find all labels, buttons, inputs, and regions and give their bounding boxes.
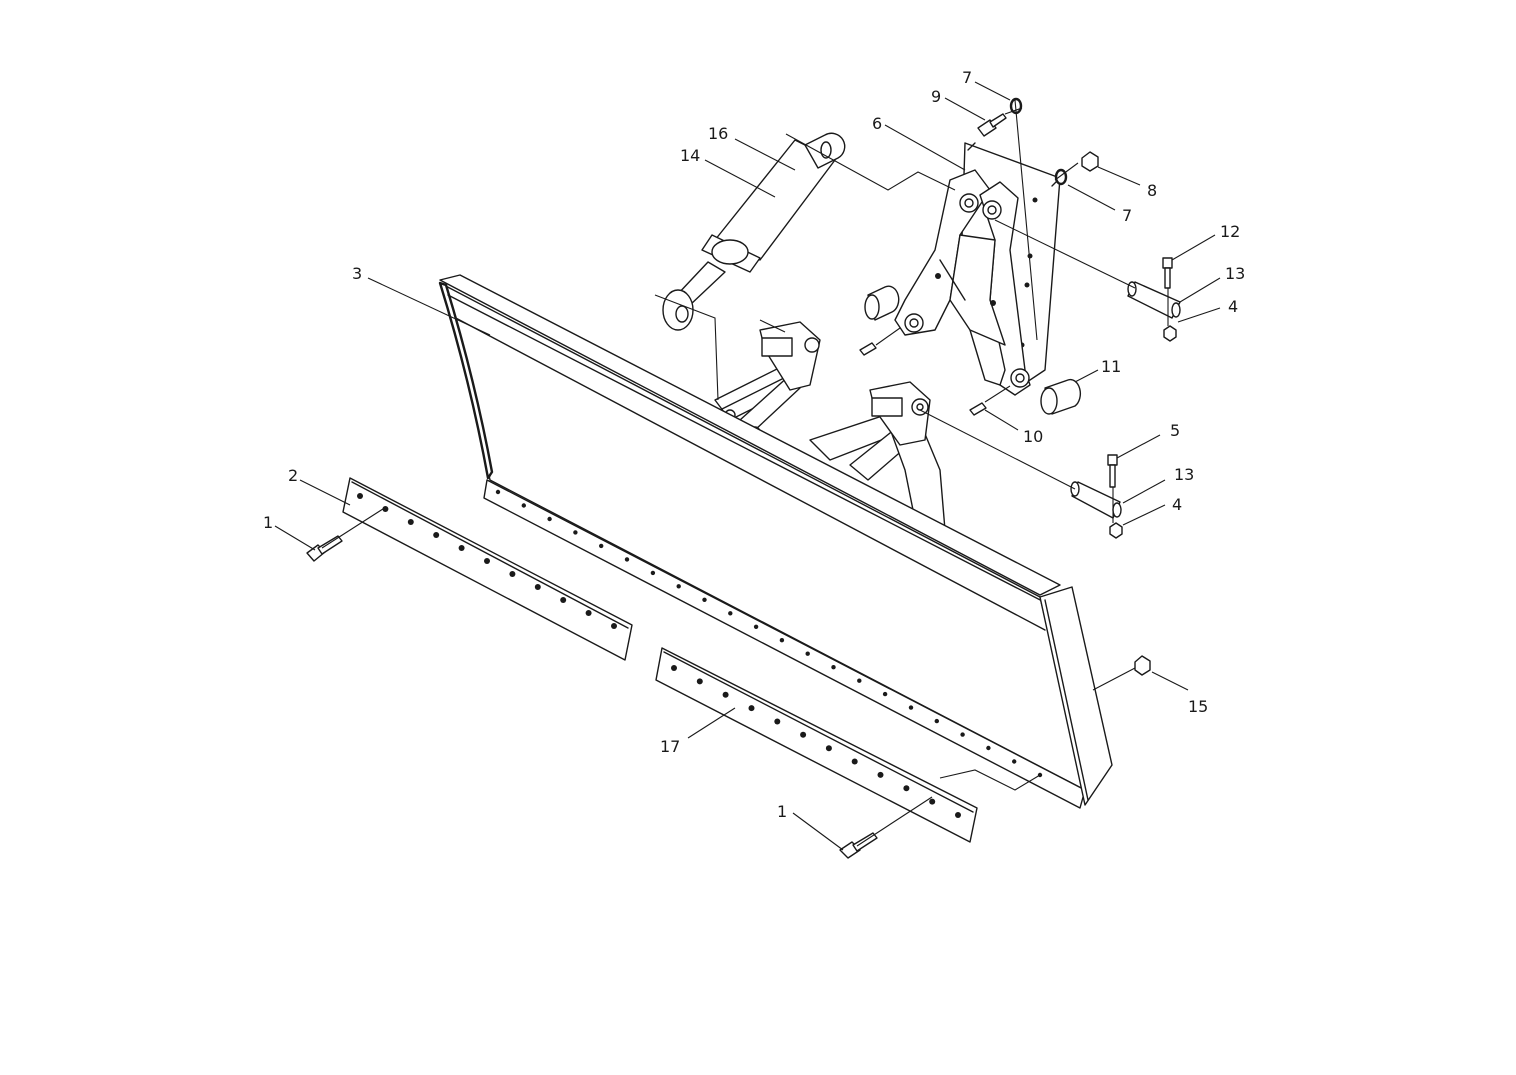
blade-bolt-hole xyxy=(676,584,681,589)
blade-bolt-hole xyxy=(521,503,526,508)
cutting-edge-hole xyxy=(433,532,440,538)
callout-labels: 7 9 16 6 14 8 7 12 3 13 4 11 10 5 13 2 4… xyxy=(263,68,1245,821)
callout-1-bottom: 1 xyxy=(777,802,787,821)
callout-9: 9 xyxy=(931,87,941,106)
callout-11: 11 xyxy=(1101,357,1121,376)
callout-8: 8 xyxy=(1147,181,1157,200)
blade-bolt-holes xyxy=(495,489,1043,778)
cutting-edge-hole xyxy=(955,812,961,818)
cutting-edge-right xyxy=(655,647,978,843)
blade xyxy=(438,274,1113,809)
cutting-edge-hole xyxy=(560,597,567,603)
cutting-edge-hole xyxy=(696,678,703,685)
blade-bolt-hole xyxy=(857,678,862,683)
hydraulic-cylinder xyxy=(662,132,846,331)
cutting-edge-hole xyxy=(851,758,858,765)
cutting-edge-hole xyxy=(929,798,936,805)
cutting-edge-hole xyxy=(774,718,781,725)
cutting-edge-hole xyxy=(357,493,363,499)
cutting-edge-hole xyxy=(534,584,541,590)
callout-4-lower: 4 xyxy=(1172,495,1182,514)
cutting-edge-hole xyxy=(382,506,389,512)
nut-15 xyxy=(1134,655,1151,676)
cutting-edge-hole xyxy=(800,731,807,738)
blade-bolt-hole xyxy=(882,691,888,697)
cutting-edge-hole xyxy=(585,610,592,616)
callout-6: 6 xyxy=(872,114,882,133)
grease-fitting-upper xyxy=(859,342,877,356)
callout-leaders xyxy=(274,81,1221,851)
blade-bolt-hole xyxy=(1012,759,1017,764)
blade-bolt-hole xyxy=(728,611,733,616)
callout-17: 17 xyxy=(660,737,680,756)
blade-bolt-hole xyxy=(805,651,810,656)
push-frame xyxy=(714,321,946,531)
callout-10: 10 xyxy=(1023,427,1043,446)
blade-bolt-hole xyxy=(831,665,836,670)
blade-bolt-hole xyxy=(779,638,785,643)
nut-4-lower xyxy=(1109,522,1123,539)
bushing-upper xyxy=(864,285,900,321)
blade-bolt-hole xyxy=(753,624,759,629)
callout-13-lower: 13 xyxy=(1174,465,1194,484)
lift-arm-frame xyxy=(894,169,1031,396)
nut-4-upper xyxy=(1163,325,1177,342)
cutting-edge-left xyxy=(342,477,633,661)
pin-13-upper xyxy=(1127,281,1181,319)
blade-bolt-hole xyxy=(908,705,914,710)
callout-16: 16 xyxy=(708,124,728,143)
cutting-edge-hole xyxy=(825,745,832,752)
bolt-1-left xyxy=(306,535,343,562)
callout-5: 5 xyxy=(1170,421,1180,440)
cutting-edge-hole xyxy=(722,691,729,698)
callout-2: 2 xyxy=(288,466,298,485)
cutting-edge-hole xyxy=(611,623,617,629)
washer-7-lower xyxy=(1054,168,1068,186)
blade-bolt-hole xyxy=(547,516,552,522)
callout-12: 12 xyxy=(1220,222,1240,241)
cutting-edge-hole xyxy=(509,571,516,577)
bushing-11 xyxy=(1040,378,1082,415)
callout-3: 3 xyxy=(352,264,362,283)
cutting-edge-hole xyxy=(877,771,884,778)
cutting-edge-hole xyxy=(407,519,414,525)
blade-bolt-hole xyxy=(986,745,991,751)
cutting-edge-hole xyxy=(484,558,490,564)
cutting-edge-hole xyxy=(671,665,677,671)
blade-bolt-hole xyxy=(624,557,630,562)
axis-lines xyxy=(321,99,1169,847)
cutting-edge-hole xyxy=(903,785,910,792)
cutting-edge-right-holes xyxy=(671,665,961,818)
bolt-12 xyxy=(1162,257,1173,289)
blade-bolt-hole xyxy=(495,489,501,495)
bolt-5 xyxy=(1107,454,1118,488)
blade-bolt-hole xyxy=(599,543,604,549)
cutting-edge-left-holes xyxy=(357,493,617,629)
blade-bolt-hole xyxy=(650,570,656,576)
cutting-edge-hole xyxy=(748,705,755,712)
nut-8 xyxy=(1081,151,1099,172)
blade-bolt-hole xyxy=(702,597,707,602)
blade-bolt-hole xyxy=(960,732,965,737)
callout-7-upper: 7 xyxy=(962,68,972,87)
blade-bolt-hole xyxy=(573,530,578,535)
callout-14: 14 xyxy=(680,146,700,165)
callout-1-left: 1 xyxy=(263,513,273,532)
blade-bolt-hole xyxy=(934,718,939,724)
bolt-9 xyxy=(977,113,1007,137)
callout-13-upper: 13 xyxy=(1225,264,1245,283)
callout-7-lower: 7 xyxy=(1122,206,1132,225)
grease-fitting-10 xyxy=(969,402,987,416)
cutting-edge-hole xyxy=(458,545,465,551)
callout-15: 15 xyxy=(1188,697,1208,716)
callout-4-upper: 4 xyxy=(1228,297,1238,316)
